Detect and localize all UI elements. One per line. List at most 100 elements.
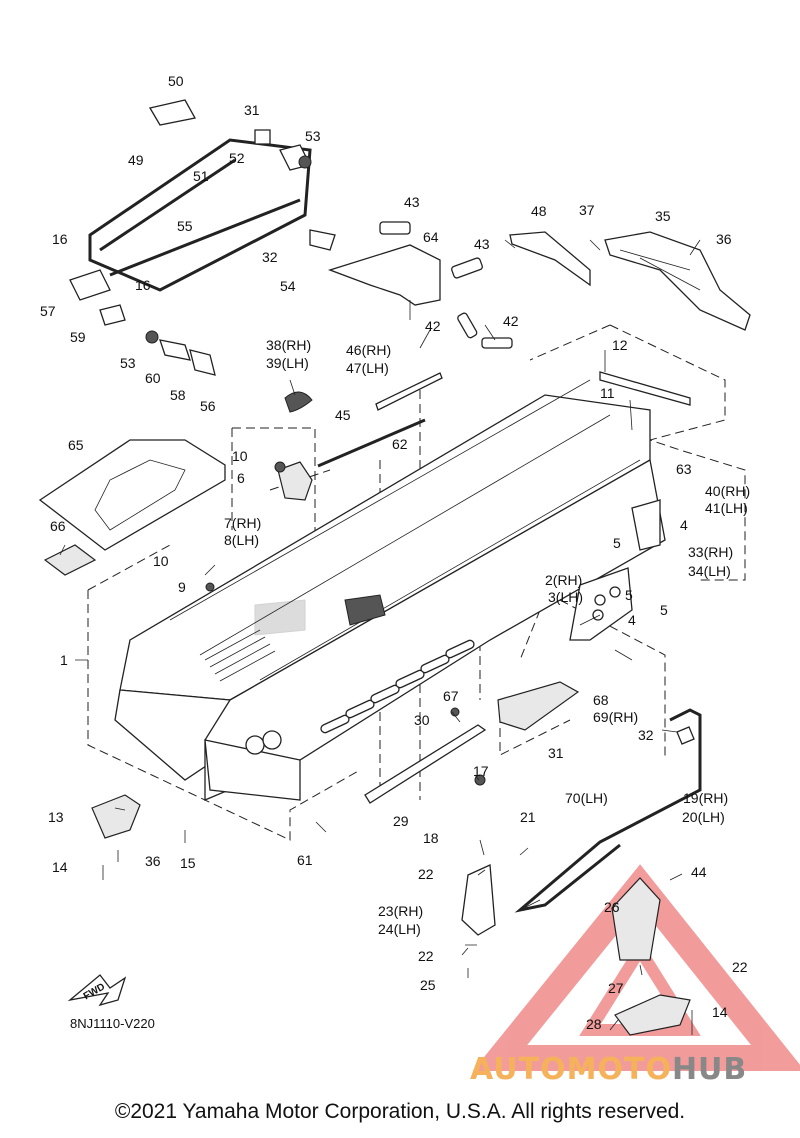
part-label: 21 (520, 809, 536, 825)
reflector (284, 391, 313, 413)
part-label: 50 (168, 73, 184, 89)
part-label: 10 (153, 553, 169, 569)
part-label: 49 (128, 152, 144, 168)
part-label: 6 (237, 470, 245, 486)
rear-bumper (509, 231, 751, 331)
part-label: 8(LH) (224, 532, 259, 548)
tunnel-frame (114, 379, 666, 801)
part-label: 70(LH) (565, 790, 608, 806)
part-label: 5 (613, 535, 621, 551)
part-label: 22 (418, 948, 434, 964)
part-label: 28 (586, 1016, 602, 1032)
part-label: 20(LH) (682, 809, 725, 825)
running-board-plate (497, 681, 580, 731)
rear-rack (69, 99, 336, 376)
part-label: 17 (473, 763, 489, 779)
part-label: 34(LH) (688, 563, 731, 579)
part-label: 45 (335, 407, 351, 423)
diagram-code: 8NJ1110-V220 (70, 1016, 155, 1031)
part-label: 10 (232, 448, 248, 464)
part-label: 35 (655, 208, 671, 224)
part-label: 11 (600, 385, 615, 401)
leader-lines (59, 239, 701, 1031)
part-label: 36 (145, 853, 161, 869)
part-label: 9 (178, 579, 186, 595)
part-labels: 12(RH)3(LH)4455567(RH)8(LH)9101011121314… (0, 0, 750, 1032)
part-label: 46(RH) (346, 342, 391, 358)
part-label: 16 (135, 277, 151, 293)
footrest-assembly (461, 864, 691, 1036)
rods (317, 372, 443, 468)
part-label: 19(RH) (683, 790, 728, 806)
part-label: 5 (625, 587, 633, 603)
part-label: 31 (244, 102, 260, 118)
fasteners (102, 155, 693, 1035)
part-label: 30 (414, 712, 430, 728)
part-label: 33(RH) (688, 544, 733, 560)
center-bracket (344, 594, 386, 626)
logo-text-gray: HUB (671, 1052, 748, 1087)
part-label: 23(RH) (378, 903, 423, 919)
part-label: 32 (262, 249, 278, 265)
logo-text-orange: AUTOMOTO (470, 1052, 672, 1087)
part-label: 1 (60, 652, 68, 668)
part-label: 47(LH) (346, 360, 389, 376)
part-label: 25 (420, 977, 436, 993)
part-label: 37 (579, 202, 595, 218)
part-label: 68 (593, 692, 609, 708)
part-label: 43 (404, 194, 420, 210)
part-label: 4 (680, 517, 688, 533)
part-label: 54 (280, 278, 296, 294)
part-label: 16 (52, 231, 68, 247)
part-label: 22 (732, 959, 748, 975)
part-label: 67 (443, 688, 459, 704)
part-label: 60 (145, 370, 161, 386)
part-label: 3(LH) (548, 589, 583, 605)
part-label: 43 (474, 236, 490, 252)
part-label: 48 (531, 203, 547, 219)
part-label: 36 (716, 231, 732, 247)
part-label: 55 (177, 218, 193, 234)
part-label: 38(RH) (266, 337, 311, 353)
running-board-rail (364, 724, 487, 804)
part-label: 66 (50, 518, 66, 534)
part-label: 62 (392, 436, 408, 452)
part-label: 53 (120, 355, 136, 371)
part-label: 29 (393, 813, 409, 829)
part-label: 71 (0, 0, 16, 3)
part-label: 52 (229, 150, 245, 166)
part-label: 59 (70, 329, 86, 345)
rear-rail (599, 371, 691, 406)
part-label: 2(RH) (545, 572, 582, 588)
part-label: 63 (676, 461, 692, 477)
part-label: 22 (418, 866, 434, 882)
part-label: 58 (170, 387, 186, 403)
part-label: 14 (712, 1004, 728, 1020)
front-bracket (91, 794, 141, 839)
tunnel-cooling-slots (204, 599, 306, 682)
part-label: 44 (691, 864, 707, 880)
seat-bracket (327, 221, 513, 349)
watermark-logo: AUTOMOTOHUB (470, 1052, 795, 1092)
part-label: 64 (423, 229, 439, 245)
part-label: 40(RH) (705, 483, 750, 499)
part-label: 61 (297, 852, 313, 868)
fwd-arrow: FWD (67, 974, 127, 1007)
part-label: 42 (425, 318, 441, 334)
part-label: 7(RH) (224, 515, 261, 531)
part-label: 24(LH) (378, 921, 421, 937)
part-label: 69(RH) (593, 709, 638, 725)
grab-bar (514, 708, 702, 913)
rear-cover (38, 439, 226, 551)
part-label: 57 (40, 303, 56, 319)
part-label: 27 (608, 980, 624, 996)
side-bracket (277, 461, 313, 501)
part-label: 13 (48, 809, 64, 825)
part-label: 18 (423, 830, 439, 846)
part-label: 5 (660, 602, 668, 618)
part-label: 53 (305, 128, 321, 144)
part-label: 12 (612, 337, 628, 353)
part-label: 15 (180, 855, 196, 871)
running-board-slots (320, 639, 475, 734)
